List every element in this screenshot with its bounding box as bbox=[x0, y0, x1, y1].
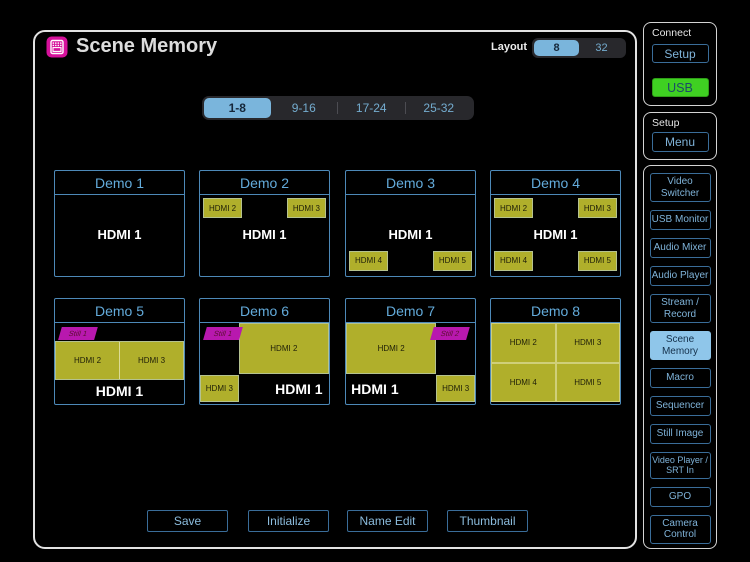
big-pinp-box: HDMI 2 bbox=[346, 323, 437, 374]
tab-25-32[interactable]: 25-32 bbox=[423, 101, 455, 115]
scene-name: Demo 7 bbox=[346, 299, 475, 323]
nav-audio-player[interactable]: Audio Player bbox=[649, 266, 711, 286]
still-label: Still 2 bbox=[430, 326, 471, 340]
main-source-label: HDMI 1 bbox=[533, 227, 578, 242]
bank-tabs: 1-8 9-16 17-24 25-32 bbox=[202, 96, 474, 120]
quad-cell-label: HDMI 3 bbox=[555, 323, 620, 363]
scene-preview: HDMI 1 bbox=[55, 195, 184, 274]
scene-name: Demo 8 bbox=[491, 299, 620, 323]
band-cell-label: HDMI 3 bbox=[119, 342, 183, 379]
nav-audio-mixer[interactable]: Audio Mixer bbox=[649, 238, 711, 258]
scene-card-5[interactable]: Demo 5 Still 1 HDMI 2 HDMI 3 HDMI 1 bbox=[54, 298, 185, 405]
main-source-label: HDMI 1 bbox=[97, 227, 142, 242]
main-panel: Scene Memory Layout 8 32 1-8 9-16 17-24 … bbox=[33, 30, 637, 549]
initialize-button[interactable]: Initialize bbox=[248, 510, 329, 532]
quad-cell-label: HDMI 4 bbox=[491, 362, 556, 402]
scene-name: Demo 4 bbox=[491, 171, 620, 195]
nav-camera-control[interactable]: Camera Control bbox=[649, 514, 711, 544]
nav-gpo[interactable]: GPO bbox=[649, 486, 711, 507]
scene-name: Demo 3 bbox=[346, 171, 475, 195]
setup-group-label: Setup bbox=[652, 117, 680, 129]
main-source-label: HDMI 1 bbox=[388, 227, 433, 242]
scene-memory-icon bbox=[46, 36, 68, 58]
nav-usb-monitor[interactable]: USB Monitor bbox=[649, 210, 711, 230]
split-band: HDMI 2 HDMI 3 bbox=[55, 341, 184, 380]
pinp-box: HDMI 3 bbox=[578, 198, 617, 218]
tab-separator bbox=[337, 102, 338, 114]
name-edit-button[interactable]: Name Edit bbox=[347, 510, 428, 532]
nav-still-image[interactable]: Still Image bbox=[649, 424, 711, 444]
band-cell-label: HDMI 2 bbox=[73, 356, 102, 365]
nav-scene-memory[interactable]: Scene Memory bbox=[649, 331, 711, 360]
save-button[interactable]: Save bbox=[147, 510, 228, 532]
quad-cell-label: HDMI 5 bbox=[555, 362, 620, 402]
pinp-box: HDMI 2 bbox=[203, 198, 242, 218]
connect-group: Connect Setup USB bbox=[643, 22, 717, 106]
still-label: Still 1 bbox=[57, 326, 98, 340]
scene-name: Demo 2 bbox=[200, 171, 329, 195]
pinp-box: HDMI 2 bbox=[494, 198, 533, 218]
main-source-label: HDMI 1 bbox=[275, 380, 323, 397]
menu-button[interactable]: Menu bbox=[651, 132, 709, 152]
setup-group: Setup Menu bbox=[643, 112, 717, 160]
scene-name: Demo 1 bbox=[55, 171, 184, 195]
corner-pinp-box: HDMI 3 bbox=[436, 375, 475, 402]
main-source-label: HDMI 1 bbox=[95, 383, 144, 400]
scene-name: Demo 5 bbox=[55, 299, 184, 323]
nav-video-switcher[interactable]: Video Switcher bbox=[649, 173, 711, 202]
scene-name: Demo 6 bbox=[200, 299, 329, 323]
pinp-box: HDMI 4 bbox=[494, 251, 533, 271]
corner-pinp-box: HDMI 3 bbox=[200, 375, 239, 402]
tab-9-16[interactable]: 9-16 bbox=[291, 101, 316, 115]
pinp-box: HDMI 3 bbox=[287, 198, 326, 218]
pinp-box: HDMI 5 bbox=[433, 251, 472, 271]
usb-button[interactable]: USB bbox=[651, 78, 709, 97]
quad-cell-label: HDMI 2 bbox=[491, 323, 556, 363]
main-source-label: HDMI 1 bbox=[242, 227, 287, 242]
nav-video-player-srt-in[interactable]: Video Player / SRT In bbox=[649, 452, 711, 479]
layout-label: Layout bbox=[491, 41, 528, 53]
layout-option-8[interactable]: 8 bbox=[534, 40, 579, 56]
layout-option-32[interactable]: 32 bbox=[595, 42, 608, 54]
pinp-box: HDMI 5 bbox=[578, 251, 617, 271]
scene-preview: Still 1 HDMI 2 HDMI 3 HDMI 1 bbox=[55, 323, 184, 402]
connect-setup-button[interactable]: Setup bbox=[651, 44, 709, 63]
tab-1-8[interactable]: 1-8 bbox=[204, 98, 271, 118]
layout-segmented-control: 8 32 bbox=[532, 38, 626, 58]
still-label: Still 1 bbox=[202, 326, 243, 340]
nav-stream-record[interactable]: Stream / Record bbox=[649, 294, 711, 323]
page-title: Scene Memory bbox=[76, 35, 218, 57]
main-source-label: HDMI 1 bbox=[351, 380, 399, 397]
pinp-box: HDMI 4 bbox=[349, 251, 388, 271]
tab-17-24[interactable]: 17-24 bbox=[355, 101, 387, 115]
nav-sequencer[interactable]: Sequencer bbox=[649, 396, 711, 416]
tab-separator bbox=[404, 102, 406, 114]
thumbnail-button[interactable]: Thumbnail bbox=[447, 510, 528, 532]
big-pinp-box: HDMI 2 bbox=[238, 323, 329, 374]
nav-macro[interactable]: Macro bbox=[649, 368, 711, 388]
scene-card-1[interactable]: Demo 1 HDMI 1 bbox=[54, 170, 185, 277]
connect-group-label: Connect bbox=[652, 27, 692, 39]
